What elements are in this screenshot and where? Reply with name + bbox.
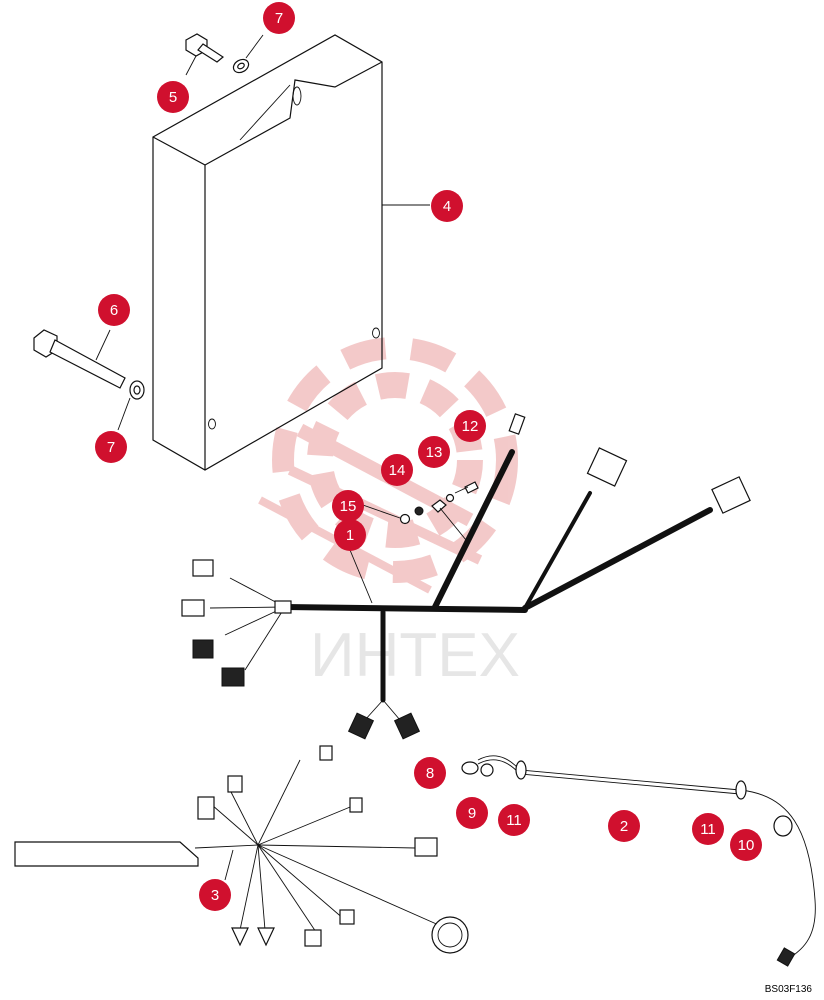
module-box: [152, 34, 430, 471]
callout-6-label: 6: [110, 302, 118, 319]
callout-11-left: 11: [498, 804, 530, 836]
bolt-top: [185, 33, 225, 76]
callout-3: 3: [199, 879, 231, 911]
callout-8: 8: [414, 757, 446, 789]
callout-6: 6: [98, 294, 130, 326]
long-bolt: [33, 329, 126, 389]
callout-2: 2: [608, 810, 640, 842]
callout-5-label: 5: [169, 89, 177, 106]
ground-hardware: [359, 481, 479, 541]
callout-7-left: 7: [95, 431, 127, 463]
callout-15: 15: [332, 490, 364, 522]
callout-8-label: 8: [426, 765, 434, 782]
main-harness: [181, 413, 751, 740]
callout-1: 1: [334, 519, 366, 551]
callout-14: 14: [381, 454, 413, 486]
callout-4: 4: [431, 190, 463, 222]
lower-left-harness: [14, 745, 469, 954]
callout-9: 9: [456, 797, 488, 829]
callout-7-top-label: 7: [275, 10, 283, 27]
callout-10: 10: [730, 829, 762, 861]
cable-assembly: [461, 755, 816, 967]
callout-1-label: 1: [346, 527, 354, 544]
callout-12-label: 12: [462, 418, 479, 435]
callout-3-label: 3: [211, 887, 219, 904]
callout-2-label: 2: [620, 818, 628, 835]
callout-5: 5: [157, 81, 189, 113]
figure-code: BS03F136: [765, 984, 813, 995]
callout-13: 13: [418, 436, 450, 468]
callout-11-right: 11: [692, 813, 724, 845]
washer-left: [117, 380, 145, 431]
callout-4-label: 4: [443, 198, 451, 215]
callout-12: 12: [454, 410, 486, 442]
washer-top: [232, 34, 264, 74]
callout-14-label: 14: [389, 462, 406, 479]
callout-7-top: 7: [263, 2, 295, 34]
callout-13-label: 13: [426, 444, 443, 461]
callout-7-left-label: 7: [107, 439, 115, 456]
callouts: 1 2 3 4 5 6 7 7 8 9 10 11 11 12 13 14 15: [95, 2, 762, 911]
watermark-text: ИНТЕХ: [310, 621, 520, 690]
callout-10-label: 10: [738, 837, 755, 854]
callout-9-label: 9: [468, 805, 476, 822]
callout-11-left-label: 11: [506, 812, 522, 829]
callout-11-right-label: 11: [700, 821, 716, 838]
callout-15-label: 15: [340, 498, 357, 515]
